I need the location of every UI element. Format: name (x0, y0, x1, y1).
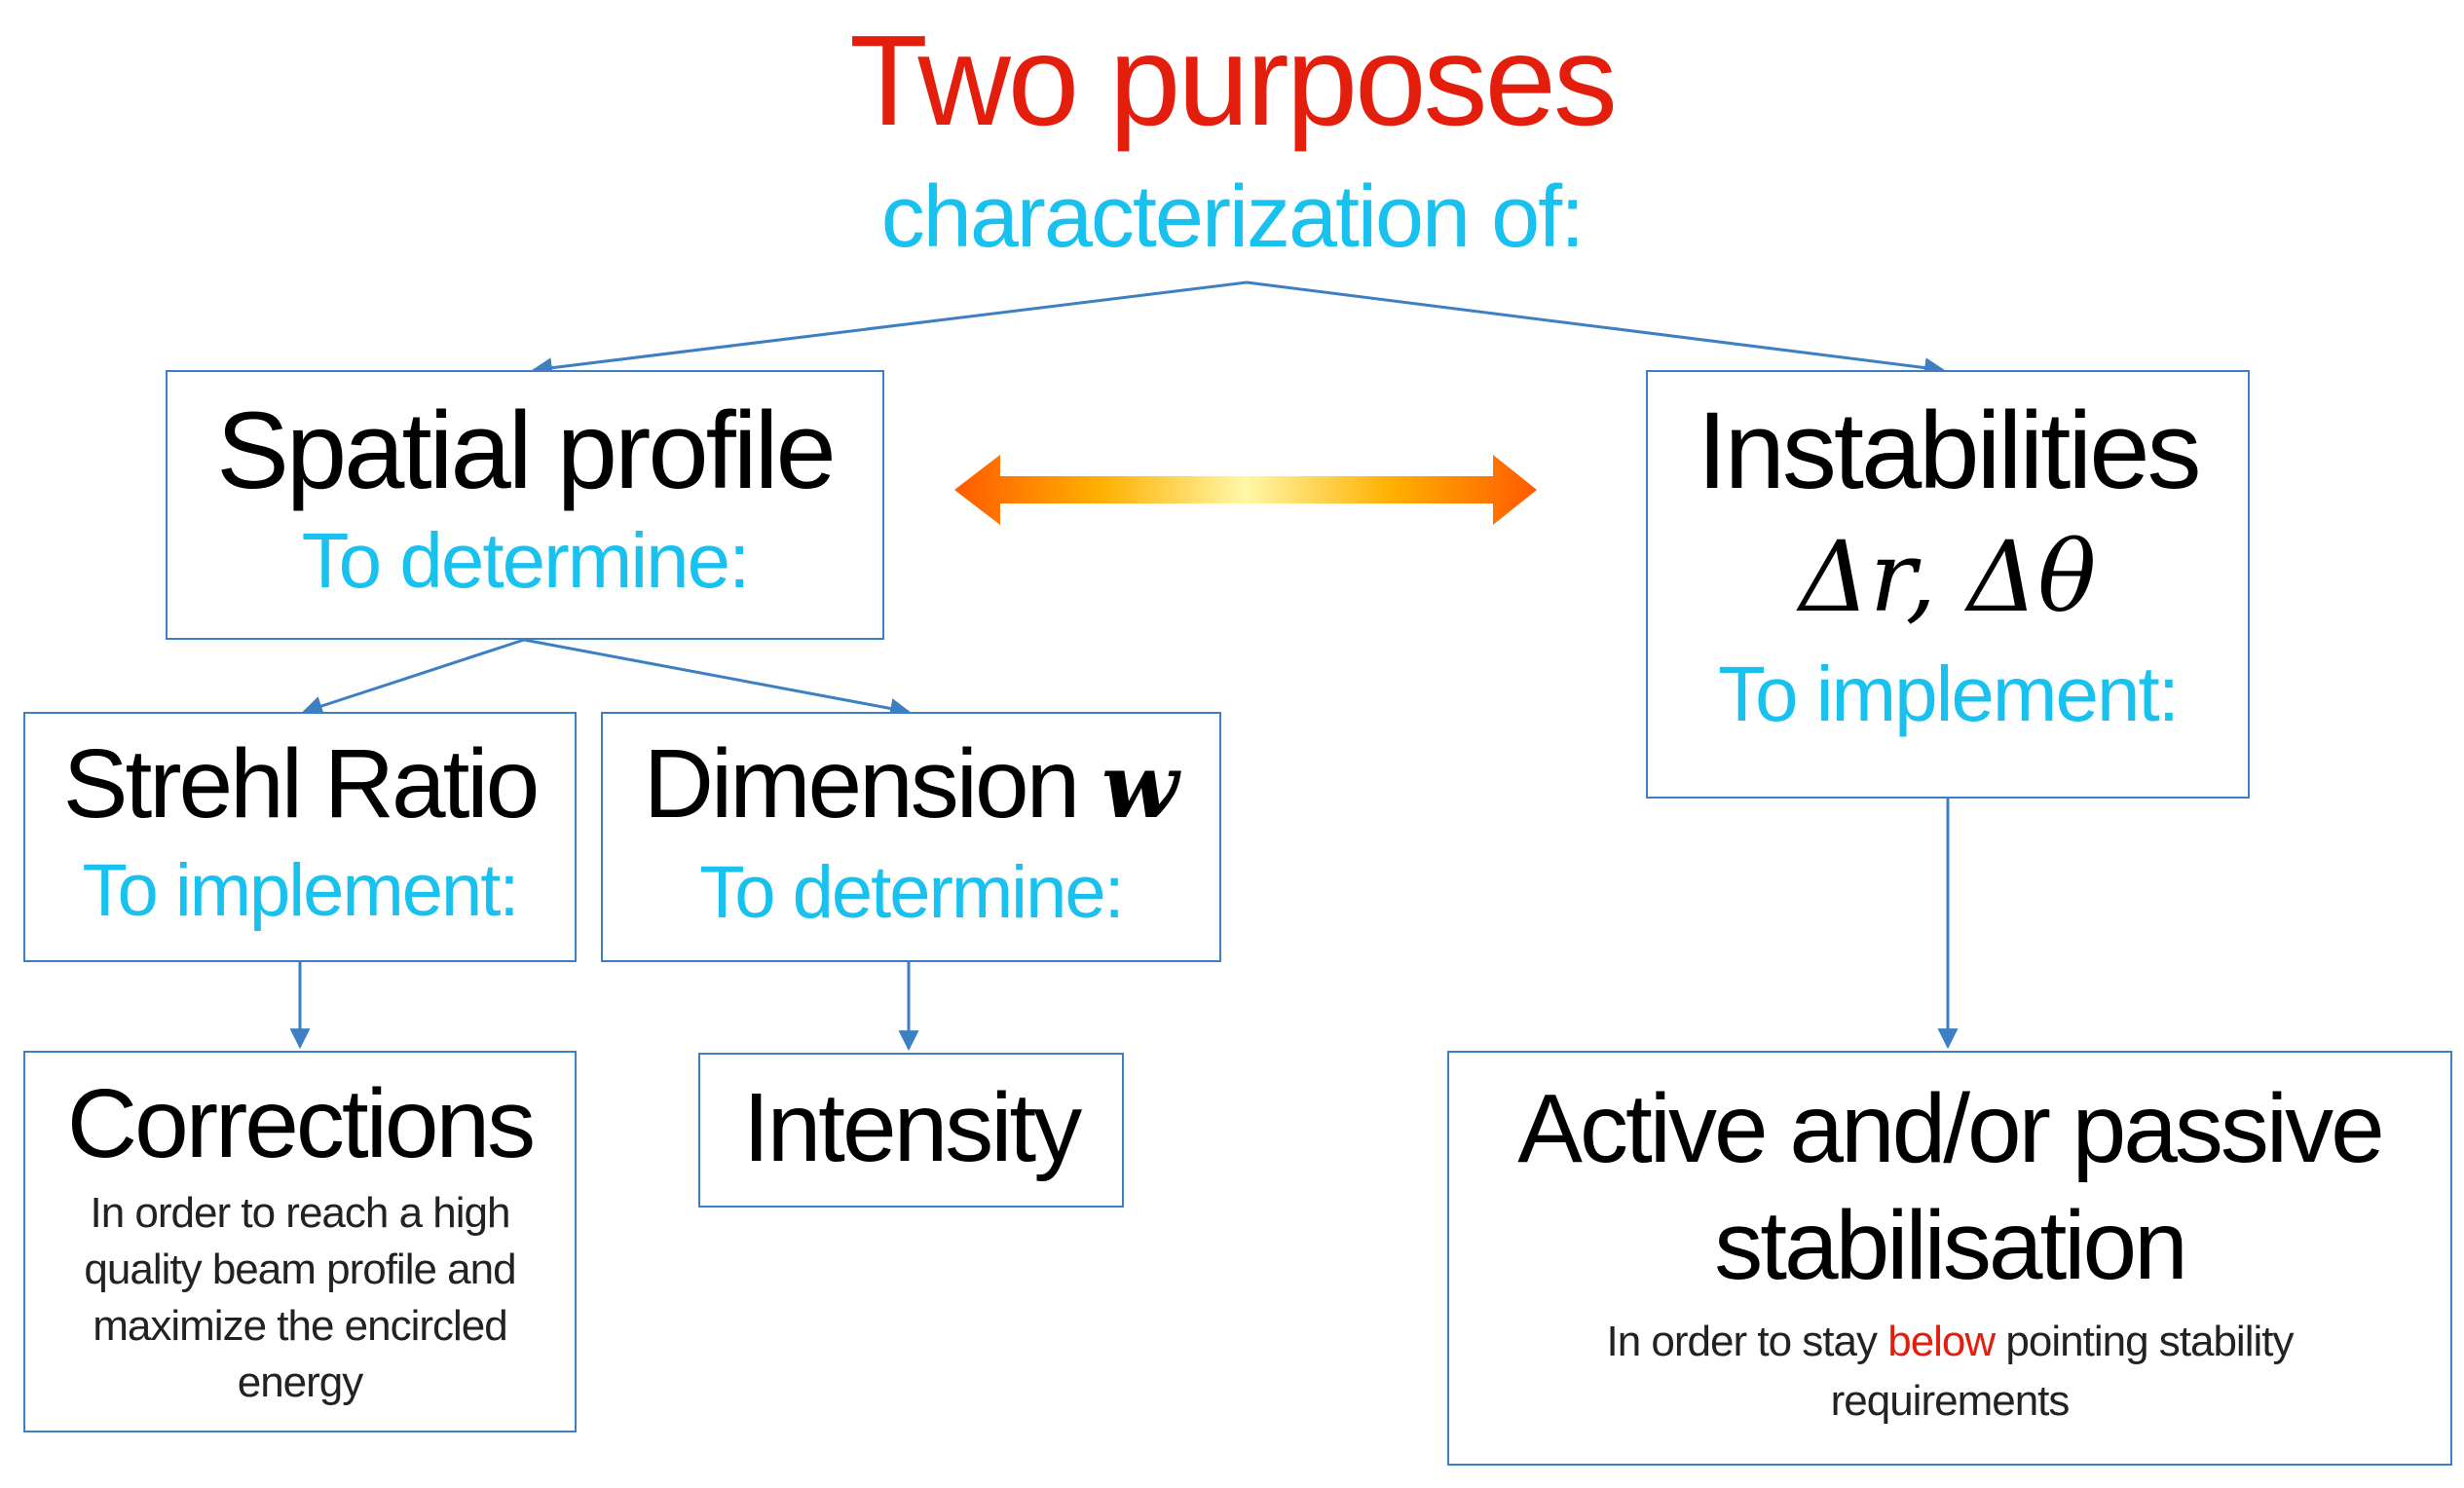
dimension-symbol: w (1101, 733, 1179, 838)
stabilisation-note: In order to stay below pointing stabilit… (1449, 1314, 2450, 1370)
connector-spatial-dimension (523, 638, 912, 719)
instabilities-symbols: Δr, Δθ (1799, 520, 2097, 634)
spatial-profile-title: Spatial profile (216, 390, 837, 511)
dimension-subtitle: To determine: (699, 851, 1124, 934)
page-subtitle: characterization of: (880, 168, 1585, 266)
stabilisation-title-line2: stabilisation (1714, 1191, 2188, 1300)
corrections-box: Corrections In order to reach a high qua… (23, 1051, 577, 1432)
connector-header-spatial (531, 280, 1248, 379)
corrections-title: Corrections (66, 1069, 536, 1178)
dimension-title-row: Dimension w (603, 725, 1219, 844)
stabilisation-note-line2: requirements (1830, 1377, 2071, 1425)
instabilities-subtitle: To implement: (1718, 651, 2180, 737)
strehl-ratio-subtitle: To implement: (82, 849, 519, 932)
strehl-ratio-title: Strehl Ratio (62, 729, 540, 838)
stabilisation-note-before: In order to stay (1606, 1318, 1888, 1365)
corrections-note: In order to reach a high quality beam pr… (84, 1189, 516, 1406)
stabilisation-note-after: pointing stability (1995, 1318, 2294, 1365)
stabilisation-box: Active and/or passive stabilisation In o… (1447, 1051, 2452, 1466)
intensity-box: Intensity (698, 1053, 1124, 1208)
instabilities-title: Instabilities (1697, 390, 2201, 511)
page-title: Two purposes (849, 9, 1618, 152)
spatial-profile-box: Spatial profile To determine: (166, 370, 884, 640)
dimension-title: Dimension (643, 729, 1080, 838)
double-arrow-icon (954, 455, 1537, 525)
strehl-ratio-box: Strehl Ratio To implement: (23, 712, 577, 962)
instabilities-box: Instabilities Δr, Δθ To implement: (1646, 370, 2250, 799)
intensity-title: Intensity (742, 1073, 1082, 1182)
connector-header-instabilities (1246, 280, 1946, 379)
dimension-box: Dimension w To determine: (601, 712, 1221, 962)
stabilisation-note-highlight: below (1887, 1318, 1996, 1365)
stabilisation-title-line1: Active and/or passive (1517, 1074, 2385, 1183)
spatial-profile-subtitle: To determine: (301, 517, 751, 604)
connector-spatial-strehl (302, 638, 525, 717)
